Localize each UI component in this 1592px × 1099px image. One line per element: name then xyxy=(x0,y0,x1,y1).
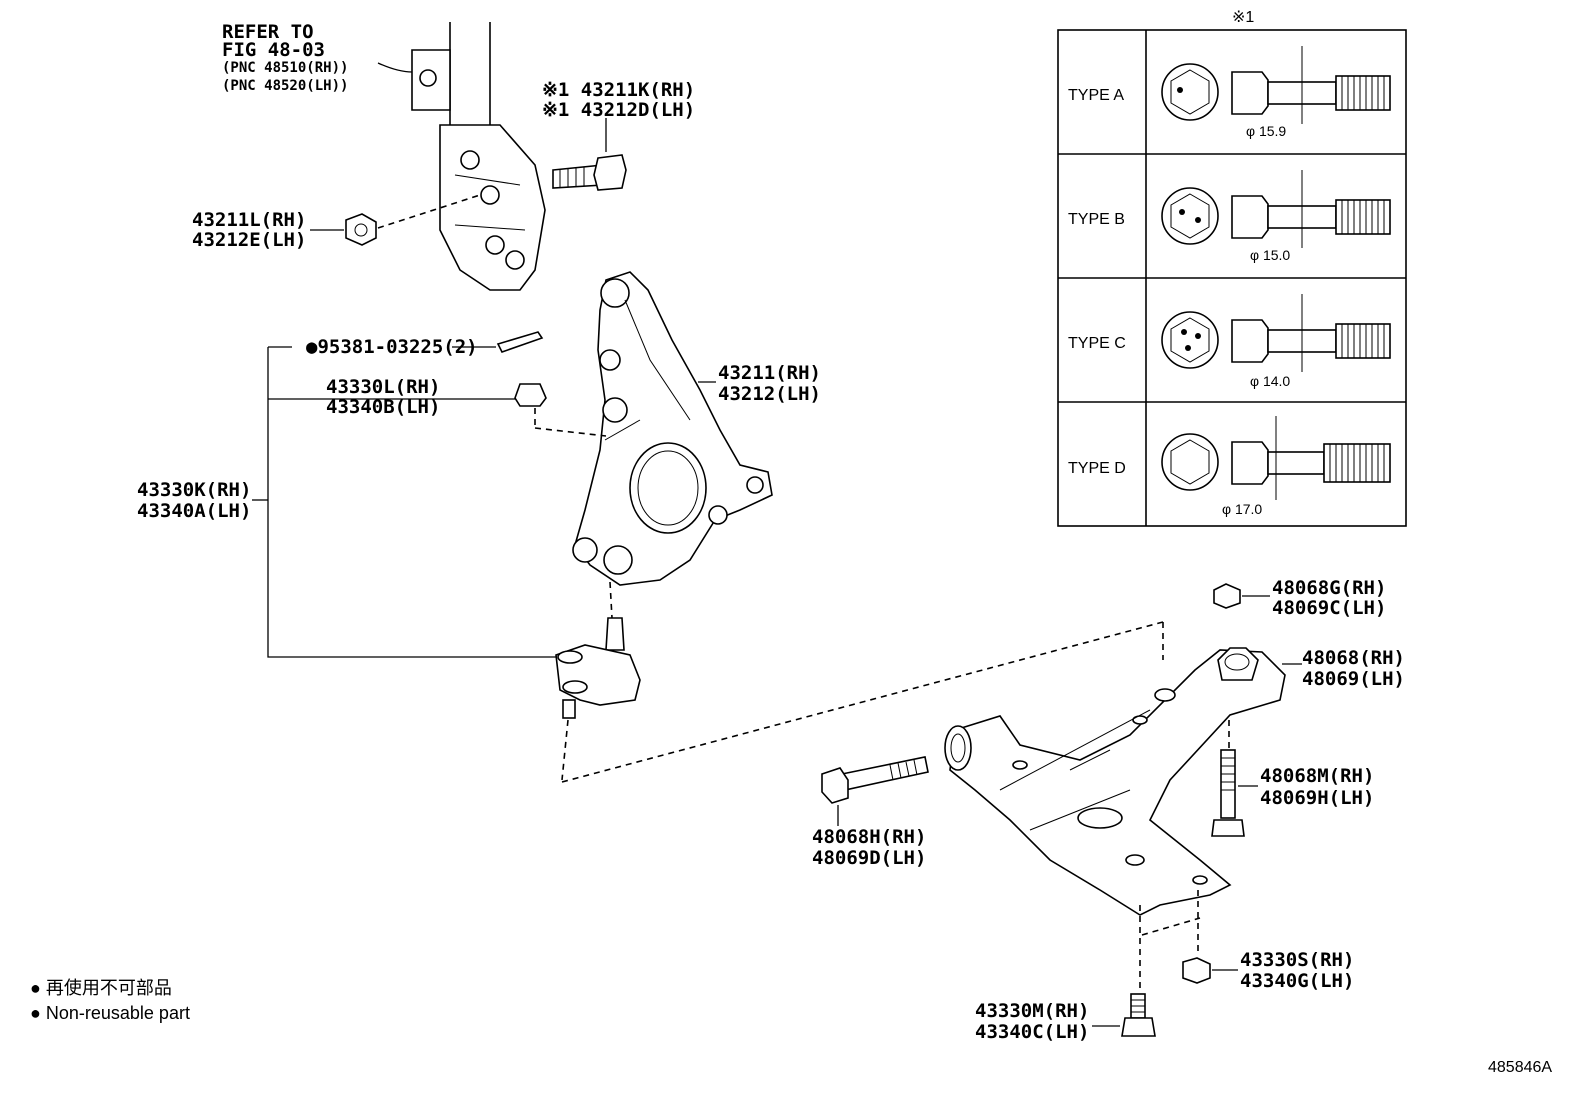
refer-line-1: REFER TO xyxy=(222,21,314,43)
lower-control-arm: 48068(RH) 48069(LH) xyxy=(944,647,1405,916)
label-bolt-front-rh: 48068H(RH) xyxy=(812,826,926,848)
label-nut-strut-rh: 43211L(RH) xyxy=(192,209,306,231)
label-nut-strut-lh: 43212E(LH) xyxy=(192,229,306,251)
label-bolt-rear-lh: 48069H(LH) xyxy=(1260,787,1374,809)
steering-knuckle: 43211(RH) 43212(LH) xyxy=(572,271,821,586)
row-dia-b: φ 15.0 xyxy=(1250,247,1290,263)
row-type-a: TYPE A xyxy=(1068,87,1124,104)
label-knuckle-rh: 43211(RH) xyxy=(718,362,821,384)
refer-line-2: FIG 48-03 xyxy=(222,39,325,61)
figure-id: 485846A xyxy=(1488,1059,1552,1076)
table-row: TYPE A φ 15.9 xyxy=(1068,46,1391,139)
label-cotter-pin: ●95381-03225(2) xyxy=(306,336,478,358)
nut-bolt-ball-joint: 43330S(RH) 43340G(LH) 43330M(RH) 43340C(… xyxy=(975,890,1354,1043)
label-bolt-top-rh: ※1 43211K(RH) xyxy=(542,79,695,101)
label-bolt-top-lh: ※1 43212D(LH) xyxy=(542,99,695,121)
label-bolt-bj-lh: 43340C(LH) xyxy=(975,1021,1089,1043)
refer-line-3: (PNC 48510(RH)) xyxy=(222,60,348,76)
row-dia-a: φ 15.9 xyxy=(1246,123,1286,139)
table-header: ※1 xyxy=(1232,9,1254,26)
legend: ● 再使用不可部品 ● Non-reusable part xyxy=(30,978,190,1023)
bolt-front: 48068H(RH) 48069D(LH) xyxy=(812,756,929,869)
label-arm-lh: 48069(LH) xyxy=(1302,668,1405,690)
bolt-top: ※1 43211K(RH) ※1 43212D(LH) xyxy=(542,79,695,191)
table-row: TYPE C φ 14.0 xyxy=(1068,294,1391,389)
table-row: TYPE D φ 17.0 xyxy=(1068,416,1391,517)
label-bolt-rear-rh: 48068M(RH) xyxy=(1260,765,1374,787)
label-bolt-bj-rh: 43330M(RH) xyxy=(975,1000,1089,1022)
label-nut-arm-lh: 48069C(LH) xyxy=(1272,597,1386,619)
label-nut-ball-lh: 43340B(LH) xyxy=(326,396,440,418)
label-nut-ball-rh: 43330L(RH) xyxy=(326,376,440,398)
row-type-c: TYPE C xyxy=(1068,335,1126,352)
refer-note: REFER TO FIG 48-03 (PNC 48510(RH)) (PNC … xyxy=(222,21,413,94)
bolt-type-table: ※1 TYPE A φ 15.9 TYPE B xyxy=(1057,9,1407,527)
label-bolt-front-lh: 48069D(LH) xyxy=(812,847,926,869)
label-nut-bj-lh: 43340G(LH) xyxy=(1240,970,1354,992)
strut-illustration xyxy=(411,22,546,291)
table-row: TYPE B φ 15.0 xyxy=(1068,170,1391,263)
label-nut-arm-rh: 48068G(RH) xyxy=(1272,577,1386,599)
row-dia-d: φ 17.0 xyxy=(1222,501,1262,517)
refer-line-4: (PNC 48520(LH)) xyxy=(222,78,348,94)
label-nut-bj-rh: 43330S(RH) xyxy=(1240,949,1354,971)
row-dia-c: φ 14.0 xyxy=(1250,373,1290,389)
nut-arm: 48068G(RH) 48069C(LH) xyxy=(1213,577,1386,619)
label-ball-joint-rh: 43330K(RH) xyxy=(137,479,251,501)
legend-jp: ● 再使用不可部品 xyxy=(30,978,172,998)
label-ball-joint-lh: 43340A(LH) xyxy=(137,500,251,522)
row-type-d: TYPE D xyxy=(1068,460,1126,477)
legend-en: ● Non-reusable part xyxy=(30,1003,190,1023)
nut-strut: 43211L(RH) 43212E(LH) xyxy=(192,194,481,251)
label-knuckle-lh: 43212(LH) xyxy=(718,383,821,405)
ball-joint-group: ●95381-03225(2) 43330L(RH) 43340B(LH) 43… xyxy=(137,331,1164,783)
label-arm-rh: 48068(RH) xyxy=(1302,647,1405,669)
bolt-rear: 48068M(RH) 48069H(LH) xyxy=(1211,720,1374,837)
row-type-b: TYPE B xyxy=(1068,211,1125,228)
